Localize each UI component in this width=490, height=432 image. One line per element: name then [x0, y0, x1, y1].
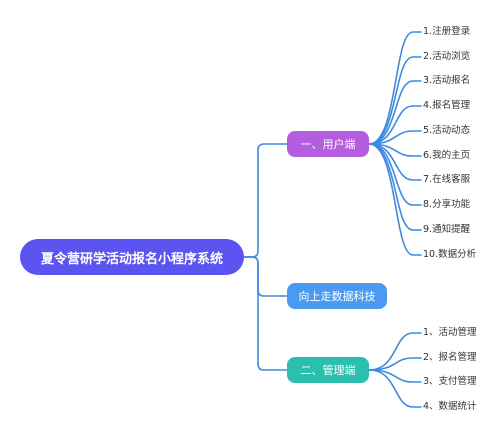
- root-branch-links: [243, 143, 288, 371]
- leaf-data-statistics[interactable]: 4、数据统计: [423, 401, 477, 412]
- leaf-activity-signup[interactable]: 3.活动报名: [423, 75, 471, 86]
- leaf-payment-manage[interactable]: 3、支付管理: [423, 376, 477, 387]
- admin-leaf-link-3: [368, 369, 422, 408]
- leaf-online-service[interactable]: 7.在线客服: [423, 174, 471, 185]
- user-branch-links: [368, 31, 422, 256]
- leaf-signup-manage[interactable]: 4.报名管理: [423, 100, 471, 111]
- leaf-activity-manage[interactable]: 1、活动管理: [423, 327, 477, 338]
- leaf-activity-news[interactable]: 5.活动动态: [423, 125, 471, 136]
- root-node[interactable]: 夏令营研学活动报名小程序系统: [20, 239, 244, 275]
- user-leaf-link-7: [368, 143, 422, 206]
- user-leaf-link-1: [368, 56, 422, 145]
- leaf-signup-admin[interactable]: 2、报名管理: [423, 352, 477, 363]
- leaf-activity-browse[interactable]: 2.活动浏览: [423, 51, 471, 62]
- leaf-my-homepage[interactable]: 6.我的主页: [423, 150, 471, 161]
- admin-branch-links: [368, 332, 422, 408]
- branch-user-side[interactable]: 一、用户端: [287, 131, 369, 157]
- user-leaf-link-0: [368, 31, 422, 145]
- user-leaf-link-2: [368, 80, 422, 145]
- user-leaf-link-8: [368, 143, 422, 231]
- root-link-2: [243, 256, 288, 371]
- branch-company[interactable]: 向上走数据科技: [287, 283, 387, 309]
- root-link-0: [243, 143, 288, 258]
- root-link-1: [243, 256, 288, 297]
- admin-leaf-link-0: [368, 332, 422, 371]
- leaf-data-analysis[interactable]: 10.数据分析: [423, 249, 477, 260]
- leaf-register-login[interactable]: 1.注册登录: [423, 26, 471, 37]
- leaf-share[interactable]: 8.分享功能: [423, 199, 471, 210]
- user-leaf-link-9: [368, 143, 422, 256]
- branch-admin-side[interactable]: 二、管理端: [287, 357, 369, 383]
- user-leaf-link-3: [368, 105, 422, 145]
- leaf-notifications[interactable]: 9.通知提醒: [423, 224, 471, 235]
- user-leaf-link-4: [368, 130, 422, 145]
